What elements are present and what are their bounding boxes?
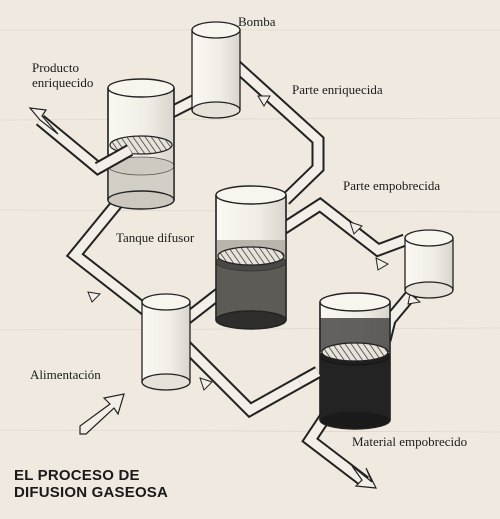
direction-arrow-icon [87, 291, 102, 303]
label-enriched-part: Parte enriquecida [292, 82, 383, 97]
pump-right [404, 229, 454, 299]
label-depleted-part: Parte empobrecida [343, 178, 441, 193]
direction-arrow-icon [199, 377, 213, 391]
label-pump: Bomba [238, 14, 276, 29]
label-feed: Alimentación [30, 367, 101, 382]
label-diffuser-tank: Tanque difusor [116, 230, 195, 245]
depleted-arrow-icon [351, 465, 378, 489]
feed-arrow-icon [79, 393, 125, 435]
diffuser-tank-left [107, 78, 175, 210]
direction-arrow-icon [407, 293, 422, 305]
flow-arrows [28, 95, 422, 489]
label-enriched-product-line1: Producto [32, 60, 79, 75]
label-enriched-product: Producto enriquecido [32, 60, 93, 90]
direction-arrow-icon [375, 257, 390, 271]
product-arrow-icon [28, 107, 59, 135]
direction-arrow-icon [257, 95, 271, 107]
diffuser-tank-middle [215, 185, 287, 330]
direction-arrow-icon [349, 221, 363, 235]
pump-top [191, 21, 241, 119]
pump-feed [141, 293, 191, 391]
diagram-title: EL PROCESO DE DIFUSION GASEOSA [14, 467, 168, 501]
label-depleted-material: Material empobrecido [352, 434, 468, 449]
diffuser-tank-right [319, 292, 391, 430]
pipe-stubs [94, 144, 322, 388]
diagram-title-line2: DIFUSION GASEOSA [14, 484, 169, 501]
label-enriched-product-line2: enriquecido [32, 75, 94, 90]
diagram-title-line1: EL PROCESO DE [14, 467, 140, 484]
